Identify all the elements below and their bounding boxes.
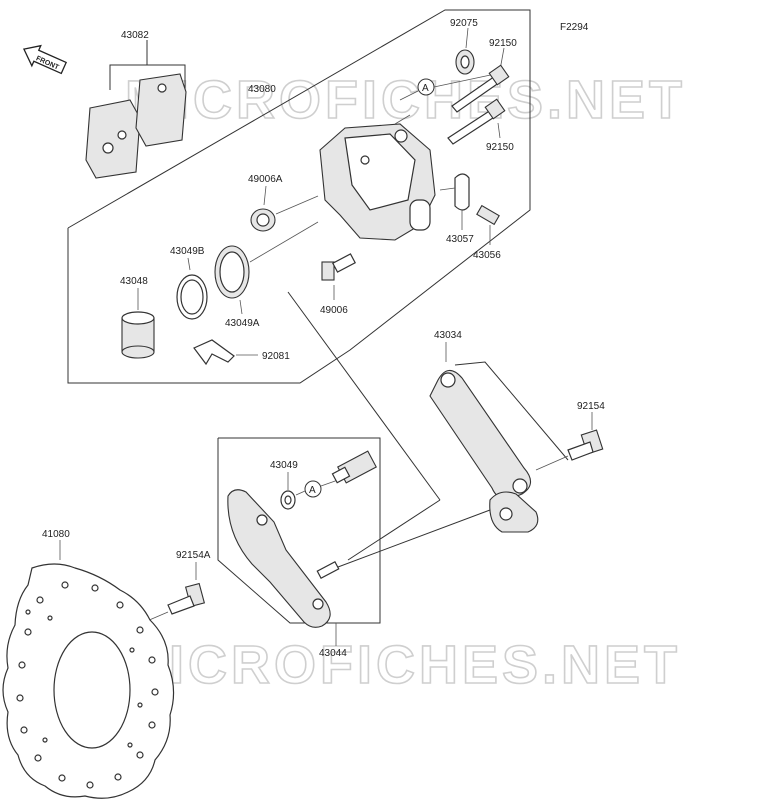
brake-pads — [85, 40, 187, 179]
callout-a-top: A — [399, 72, 501, 101]
label-92154A: 92154A — [176, 550, 211, 561]
diagram-code: F2294 — [560, 22, 589, 33]
bracket-assembly-boundary — [217, 437, 381, 624]
watermark-bottom: MICROFICHES.NET — [120, 635, 681, 695]
bolt-49006 — [321, 253, 356, 300]
boot-92075 — [455, 27, 475, 75]
label-92150-bottom: 92150 — [486, 142, 514, 153]
label-43057: 43057 — [446, 234, 474, 245]
label-92081: 92081 — [262, 351, 290, 362]
ring-43049B — [176, 257, 208, 320]
link-line-2 — [347, 499, 441, 561]
callout-a-bottom: A — [295, 479, 339, 498]
label-43080: 43080 — [248, 84, 276, 95]
label-43049B: 43049B — [170, 246, 205, 257]
bracket-43057 — [439, 173, 470, 230]
label-43044: 43044 — [319, 648, 347, 659]
washer-43049 — [280, 472, 296, 510]
svg-text:A: A — [309, 485, 316, 496]
label-43049A: 43049A — [225, 318, 260, 329]
label-43049: 43049 — [270, 460, 298, 471]
spring-92081 — [193, 339, 258, 366]
label-92150-top: 92150 — [489, 38, 517, 49]
label-43082: 43082 — [121, 30, 149, 41]
brake-disc-41080 — [2, 540, 175, 799]
bolt-92154 — [535, 412, 604, 471]
torque-link-43034 — [429, 342, 569, 533]
front-arrow-icon: FRONT — [22, 44, 68, 75]
slide-pin — [331, 450, 377, 484]
label-43056: 43056 — [473, 250, 501, 261]
caliper-bracket — [227, 489, 340, 628]
label-49006: 49006 — [320, 305, 348, 316]
bolt-92154A — [111, 562, 206, 637]
label-43034: 43034 — [434, 330, 462, 341]
link-line-3 — [329, 509, 491, 571]
label-92154: 92154 — [577, 401, 605, 412]
caliper-assembly-boundary — [67, 9, 531, 384]
link-line — [287, 291, 441, 501]
seal-43049A — [214, 221, 319, 315]
brake-caliper-body — [319, 114, 436, 241]
seal-49006A — [250, 185, 319, 232]
svg-text:A: A — [422, 83, 429, 94]
piston-43048 — [121, 288, 155, 359]
watermark-top: MICROFICHES.NET — [125, 70, 686, 130]
label-41080: 41080 — [42, 529, 70, 540]
label-92075: 92075 — [450, 18, 478, 29]
pins-92150 — [447, 47, 510, 145]
label-43048: 43048 — [120, 276, 148, 287]
label-49006A: 49006A — [248, 174, 283, 185]
bleeder-valve-43056 — [476, 204, 500, 245]
